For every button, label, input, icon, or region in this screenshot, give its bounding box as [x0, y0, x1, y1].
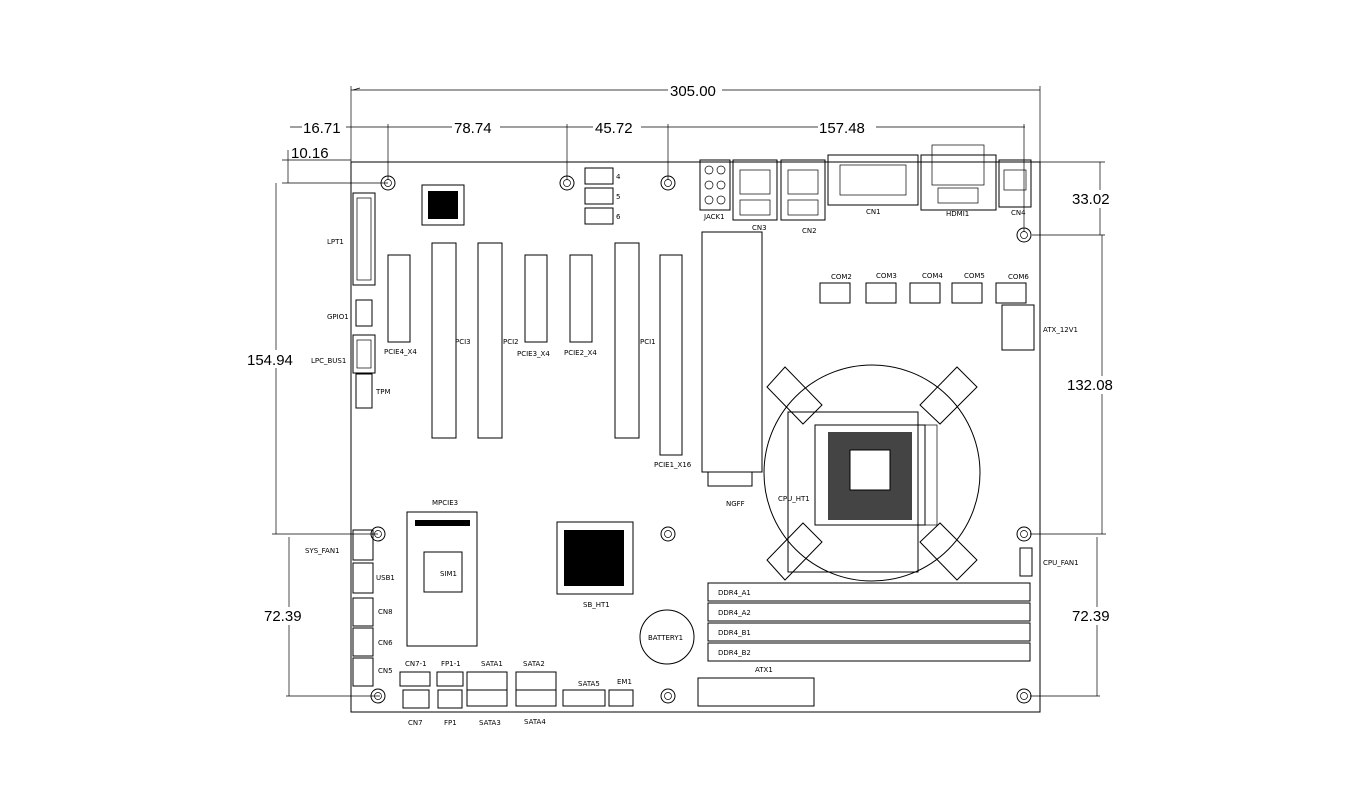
board-outline: [350, 161, 1041, 713]
atx-power-connector: [697, 677, 815, 707]
bottom-headers: [399, 671, 634, 709]
ddr4-a2-label: DDR4_A2: [718, 609, 751, 617]
sb-heatsink: [556, 521, 634, 595]
dim-width-total: 305.00: [670, 83, 716, 100]
pcie3-x4-label: PCIE3_X4: [517, 350, 550, 358]
dim-bottom-right: 72.39: [1072, 608, 1110, 625]
ddr4-b2-label: DDR4_B2: [718, 649, 751, 657]
cn8-label: CN8: [378, 608, 393, 616]
dim-hole-3: 45.72: [595, 120, 633, 137]
battery1-label: BATTERY1: [648, 634, 683, 642]
em1-label: EM1: [617, 678, 632, 686]
com2-label: COM2: [831, 273, 852, 281]
pcie2-x4-label: PCIE2_X4: [564, 349, 597, 357]
pci1-label: PCI1: [640, 338, 656, 346]
com3-label: COM3: [876, 272, 897, 280]
lpt1-label: LPT1: [327, 238, 344, 246]
mpcie3-slot: [406, 511, 478, 647]
ddr4-a1-label: DDR4_A1: [718, 589, 751, 597]
dim-bottom-left: 72.39: [264, 608, 302, 625]
rear-io: [699, 144, 1032, 221]
hdmi1-label: HDMI1: [946, 210, 969, 218]
com5-label: COM5: [964, 272, 985, 280]
dim-offset-top: 10.16: [291, 145, 329, 162]
cpu-fan1-label: CPU_FAN1: [1043, 559, 1079, 567]
cn6-label: CN6: [378, 639, 393, 647]
rear-io-labels: JACK1 CN3 CN2 CN1 HDMI1 CN4: [703, 208, 1026, 235]
cpu-socket: [763, 364, 981, 582]
fp1-label: FP1: [444, 719, 457, 727]
pci2-label: PCI2: [503, 338, 519, 346]
ddr4-b1-label: DDR4_B1: [718, 629, 751, 637]
expansion-slots: [387, 231, 763, 487]
sb-ht1-label: SB_HT1: [583, 601, 610, 609]
atx1-label: ATX1: [755, 666, 773, 674]
sys-fan1-label: SYS_FAN1: [305, 547, 340, 555]
cn7-1-label: CN7-1: [405, 660, 427, 668]
atx-12v1-label: ATX_12V1: [1043, 326, 1078, 334]
sata5-label: SATA5: [578, 680, 600, 688]
sata3-label: SATA3: [479, 719, 501, 727]
dimension-values: 305.00 16.71 78.74 45.72 157.48 10.16 15…: [246, 82, 1126, 625]
mpcie3-label: MPCIE3: [432, 499, 458, 507]
dim-left-height: 154.94: [247, 352, 293, 369]
dim-hole-1: 16.71: [303, 120, 341, 137]
dim-right-top: 33.02: [1072, 191, 1110, 208]
cn5-label: CN5: [378, 667, 393, 675]
dimension-lines: [272, 86, 1106, 697]
sata4-label: SATA4: [524, 718, 546, 726]
cpu-fan-header: [1019, 547, 1033, 577]
cn2-label: CN2: [802, 227, 817, 235]
pin4-label: 4: [616, 173, 621, 181]
battery: [639, 609, 695, 665]
bottom-header-labels: CN7-1 FP1-1 SATA1 SATA2 SATA5 EM1 CN7 FP…: [405, 660, 632, 727]
sata2-label: SATA2: [523, 660, 545, 668]
gpio1-label: GPIO1: [327, 313, 349, 321]
jack1-label: JACK1: [703, 213, 725, 221]
pcie1-x16-label: PCIE1_X16: [654, 461, 692, 469]
sim1-label: SIM1: [440, 570, 457, 578]
com4-label: COM4: [922, 272, 943, 280]
pin-headers: 4 5 6: [584, 167, 621, 225]
expansion-slot-labels: PCIE4_X4 PCI3 PCI2 PCIE3_X4 PCIE2_X4 PCI…: [384, 338, 745, 508]
lpc-bus1-label: LPC_BUS1: [311, 357, 346, 365]
cn7-label: CN7: [408, 719, 423, 727]
cn3-label: CN3: [752, 224, 767, 232]
tpm-label: TPM: [375, 388, 391, 396]
com6-label: COM6: [1008, 273, 1029, 281]
pcie4-x4-label: PCIE4_X4: [384, 348, 417, 356]
sata1-label: SATA1: [481, 660, 503, 668]
dim-hole-4: 157.48: [819, 120, 865, 137]
cn1-label: CN1: [866, 208, 881, 216]
fp1-1-label: FP1-1: [441, 660, 461, 668]
usb1-label: USB1: [376, 574, 395, 582]
cn4-label: CN4: [1011, 209, 1026, 217]
ngff-label: NGFF: [726, 500, 745, 508]
left-header-labels: LPT1 GPIO1 LPC_BUS1 TPM SYS_FAN1 USB1 CN…: [305, 238, 395, 675]
mounting-holes: [370, 175, 1032, 704]
com-connectors: COM2 COM3 COM4 COM5 COM6: [819, 272, 1029, 304]
pin6-label: 6: [616, 213, 621, 221]
dim-hole-2: 78.74: [454, 120, 492, 137]
pin5-label: 5: [616, 193, 620, 201]
pci3-label: PCI3: [455, 338, 471, 346]
atx-12v-connector: [1001, 304, 1035, 351]
ddr4-slots: DDR4_A1 DDR4_A2 DDR4_B1 DDR4_B2: [707, 582, 1031, 662]
cpu-ht1-label: CPU_HT1: [778, 495, 810, 503]
chipset: [421, 184, 465, 226]
left-headers: [352, 192, 376, 687]
dim-right-height: 132.08: [1067, 377, 1113, 394]
